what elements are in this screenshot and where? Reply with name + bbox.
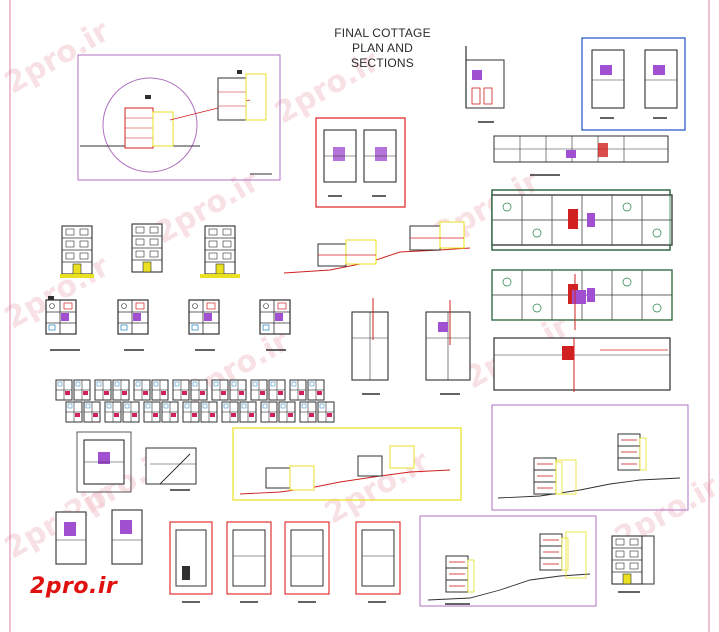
- bottom-violet-framed-section: [419, 515, 597, 607]
- large-floor-plan-top: [491, 189, 673, 251]
- blue-framed-plans: [581, 37, 686, 131]
- small-plans-row: [45, 296, 291, 351]
- large-floor-plan-lower: [493, 337, 671, 392]
- long-elevation-strip: [493, 135, 669, 176]
- large-floor-plan-middle: [491, 269, 673, 330]
- bottom-right-elevation: [611, 535, 655, 593]
- stair-section: [145, 447, 197, 491]
- title-line: FINAL COTTAGE: [334, 26, 431, 40]
- bottom-left-plans: [55, 509, 143, 565]
- violet-framed-section-right: [491, 404, 689, 511]
- sloped-sections: [283, 221, 471, 274]
- red-framed-plans: [315, 117, 406, 208]
- tall-plans-center: [351, 298, 471, 395]
- yellow-framed-section: [232, 427, 462, 501]
- bottom-red-framed-plans: [169, 521, 401, 603]
- site-plan-frame: [77, 54, 281, 181]
- site-logo: 2pro.ir: [30, 574, 118, 599]
- top-center-elevation: [465, 46, 505, 123]
- title-line: PLAN AND: [352, 41, 413, 55]
- square-plan: [76, 431, 132, 493]
- mini-plans-grid: [55, 379, 335, 423]
- building-elevations-row: [60, 223, 240, 278]
- drawing-title: FINAL COTTAGE PLAN AND SECTIONS: [300, 26, 465, 71]
- title-line: SECTIONS: [351, 56, 414, 70]
